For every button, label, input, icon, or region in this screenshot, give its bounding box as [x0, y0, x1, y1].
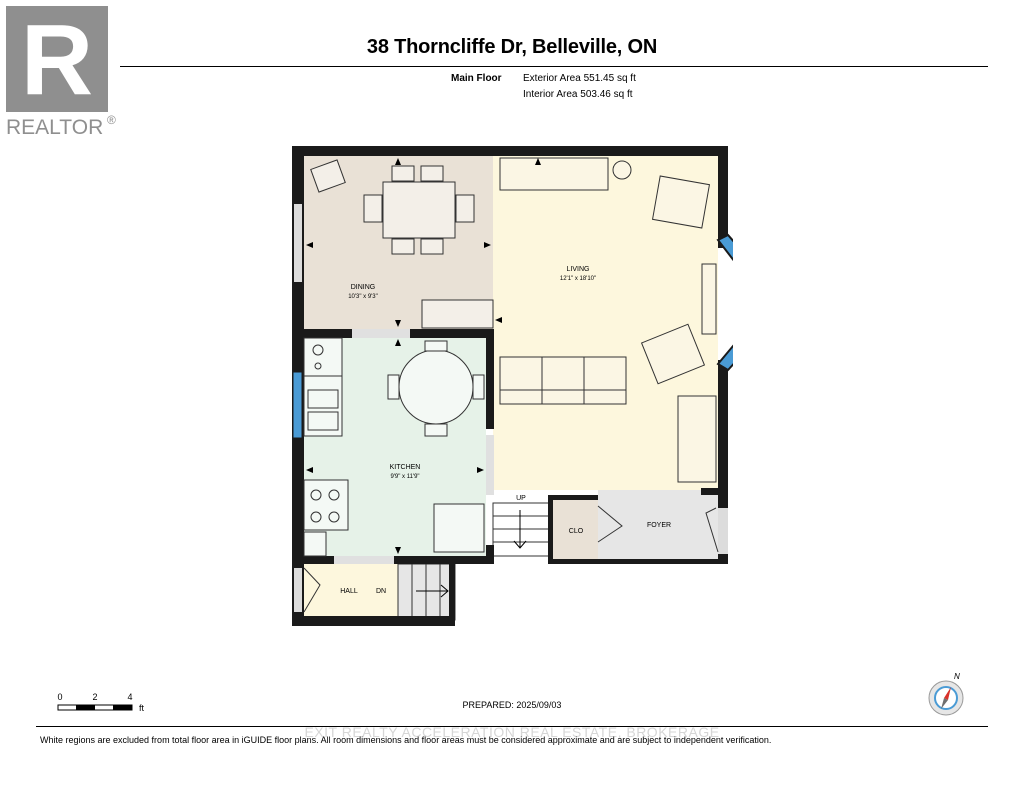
kitchen-window [292, 371, 303, 439]
doorway-kitchen-hall [334, 556, 394, 564]
scale-bar: 0 2 4 ft [57, 692, 145, 713]
scale-tick-2: 2 [92, 692, 97, 702]
closet-label: CLO [569, 528, 584, 535]
kitchen-dims: 9'9" x 11'9" [390, 474, 419, 480]
front-door-frame [718, 508, 728, 554]
hall-door-frame [294, 568, 302, 612]
closet-fill [553, 495, 598, 560]
brokerage-watermark: EXIT REALTY ACCELERATION REAL ESTATE, BR… [304, 724, 720, 740]
scale-unit: ft [139, 703, 145, 713]
hall-fill [304, 564, 398, 620]
header-rule [120, 66, 988, 67]
interior-area: Interior Area 503.46 sq ft [523, 89, 633, 100]
realtor-logo: R REALTOR ® [6, 6, 116, 139]
living-dims: 12'1" x 18'10" [560, 276, 596, 282]
doorway-dining-kitchen [352, 329, 410, 338]
page-title: 38 Thorncliffe Dr, Belleville, ON [366, 36, 658, 58]
dining-label: DINING [351, 284, 376, 291]
floor-name: Main Floor [451, 73, 502, 84]
stairs-up-label: UP [516, 495, 526, 502]
scale-tick-4: 4 [127, 692, 132, 702]
footer-rule [36, 726, 988, 727]
doorway-kitchen-living [486, 435, 494, 495]
foyer-fill [598, 490, 718, 560]
kitchen-label: KITCHEN [390, 464, 421, 471]
stairs-up [492, 502, 551, 557]
stairs-down [397, 563, 456, 621]
compass-icon: N [928, 672, 964, 716]
doors [303, 505, 719, 613]
realtor-logo-wordmark: REALTOR [6, 116, 103, 139]
realtor-logo-block [6, 6, 108, 112]
compass-north-label: N [954, 672, 960, 681]
dimension-arrows [306, 158, 541, 554]
dining-dims: 10'3" x 9'3" [348, 294, 378, 300]
exterior-area: Exterior Area 551.45 sq ft [523, 73, 636, 84]
room-labels: DINING 10'3" x 9'3" LIVING 12'1" x 18'10… [340, 266, 671, 595]
dining-window [294, 204, 302, 282]
disclaimer: White regions are excluded from total fl… [40, 735, 772, 745]
realtor-logo-letter: R [21, 6, 93, 116]
floor-plan: DINING 10'3" x 9'3" LIVING 12'1" x 18'10… [292, 146, 733, 626]
realtor-logo-registered-mark: ® [107, 113, 116, 127]
scale-tick-0: 0 [57, 692, 62, 702]
stairs-down-label: DN [376, 588, 386, 595]
living-label: LIVING [567, 266, 590, 273]
foyer-label: FOYER [647, 522, 671, 529]
prepared-date: PREPARED: 2025/09/03 [462, 700, 562, 710]
living-furniture [499, 157, 717, 483]
dining-furniture [310, 159, 494, 329]
kitchen-furniture [303, 337, 485, 557]
bay-window [716, 233, 733, 372]
hall-label: HALL [340, 588, 358, 595]
